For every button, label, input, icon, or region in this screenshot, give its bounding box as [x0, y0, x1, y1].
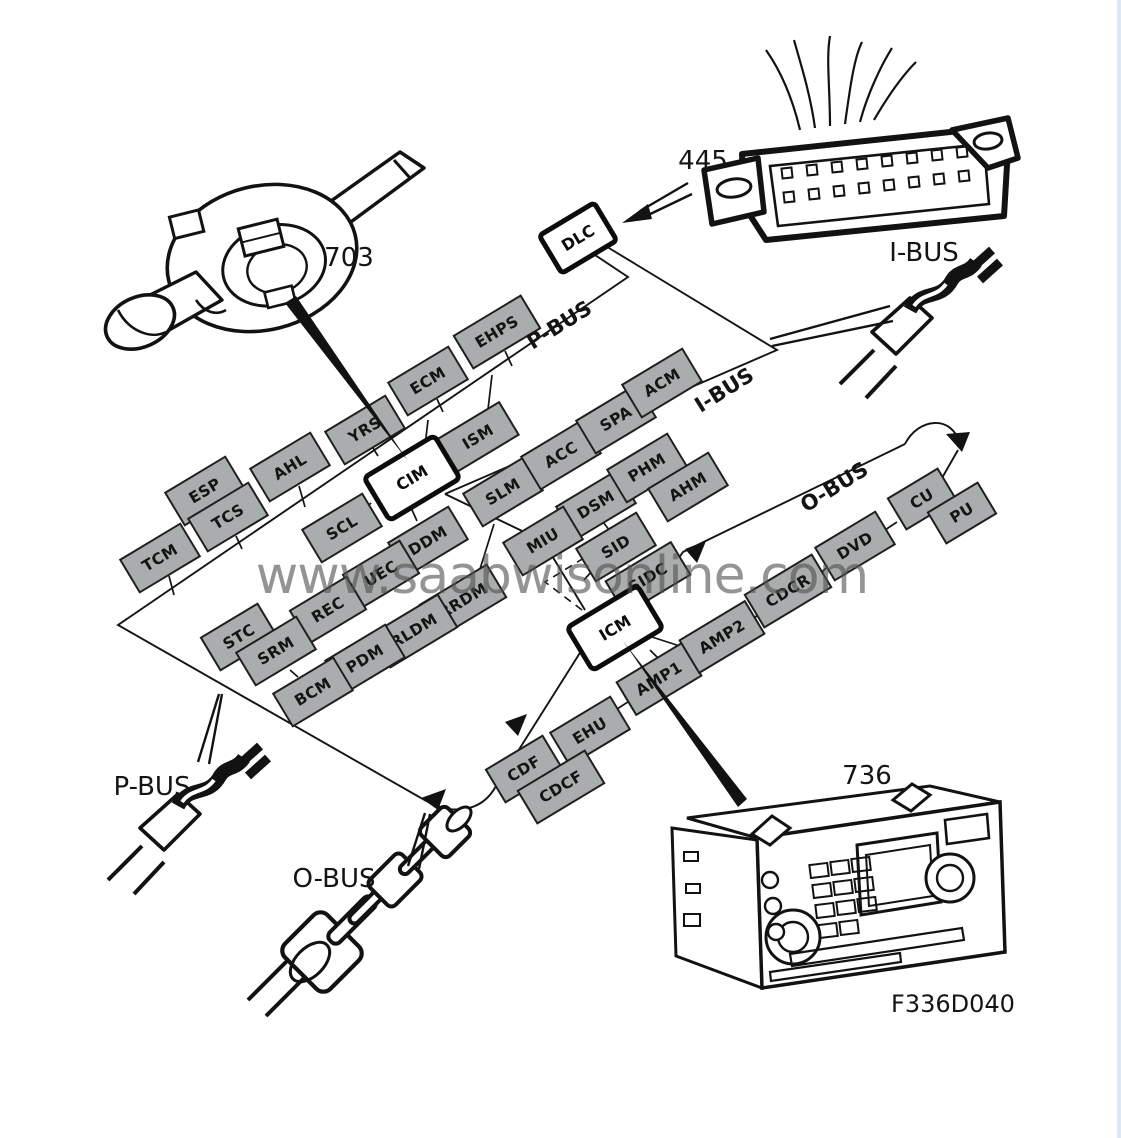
callout-445: 445 [678, 146, 728, 176]
module-box-ahm: AHM [646, 451, 730, 523]
connector-pins [780, 145, 971, 204]
module-box-sid: SID [574, 511, 658, 583]
module-box-miu: MIU [501, 505, 585, 577]
keypad-buttons [808, 855, 878, 940]
diagnostic-connector-illustration [701, 35, 1021, 243]
module-box-rec: REC [288, 575, 368, 645]
module-box-ahl: AHL [248, 431, 332, 503]
module-box-ecm: ECM [386, 345, 470, 417]
module-box-tcm: TCM [118, 522, 202, 594]
o-bus-arrow-left [421, 789, 446, 810]
i-bus-wire-illustration [838, 246, 1004, 400]
pointer-736-to-icm [623, 641, 747, 807]
o-bus-arrow-upper [685, 541, 706, 563]
callout-736: 736 [842, 761, 892, 791]
module-box-phm: PHM [605, 432, 689, 504]
module-box-dvd: DVD [813, 510, 897, 582]
o-bus-wire-label: O-BUS [292, 864, 375, 894]
module-box-srm: SRM [234, 615, 318, 687]
module-box-amp2: AMP2 [678, 599, 766, 675]
o-bus-arrow-arc [946, 432, 970, 452]
gateway-boxes: DLC CIM ICM [363, 201, 664, 672]
o-bus-line-label: O-BUS [796, 457, 872, 517]
module-box-uec: UEC [341, 539, 421, 609]
cim-box: CIM [363, 434, 461, 522]
infotainment-head-unit-illustration [670, 782, 1007, 991]
callout-703: 703 [324, 243, 374, 273]
page-edge [1117, 0, 1121, 1138]
module-box-yrs: YRS [323, 394, 407, 466]
module-box-scl: SCL [300, 492, 384, 564]
steering-column-module-illustration [103, 150, 426, 351]
i-bus-line-label: I-BUS [690, 363, 758, 418]
o-bus-optical-connector-illustration [246, 804, 473, 1018]
module-box-pu: PU [926, 481, 998, 545]
dlc-box: DLC [538, 201, 618, 275]
figure-code: F336D040 [891, 990, 1015, 1018]
module-boxes: EHPS ECM YRS ISM AHL ESP TCS TCM SCL SLM… [118, 294, 998, 825]
module-box-cdcf: CDCF [516, 749, 606, 825]
module-box-tcs: TCS [186, 481, 270, 553]
module-box-acm: ACM [620, 347, 704, 419]
i-bus-wire-label: I-BUS [889, 238, 959, 268]
o-bus-arrow-lower [505, 714, 527, 736]
p-bus-wire-label: P-BUS [114, 772, 191, 802]
icm-box: ICM [566, 584, 664, 672]
p-bus-wire-illustration [106, 742, 272, 896]
pointer-445-to-dlc [622, 204, 652, 223]
module-box-ism: ISM [435, 400, 521, 474]
module-box-ehu: EHU [548, 695, 632, 767]
module-box-ehps: EHPS [452, 294, 542, 370]
module-box-bcm: BCM [271, 656, 355, 728]
callout-pointers [196, 181, 894, 870]
watermark: www.saabwisonline.com [256, 546, 868, 606]
pointer-703-to-cim [285, 296, 408, 461]
